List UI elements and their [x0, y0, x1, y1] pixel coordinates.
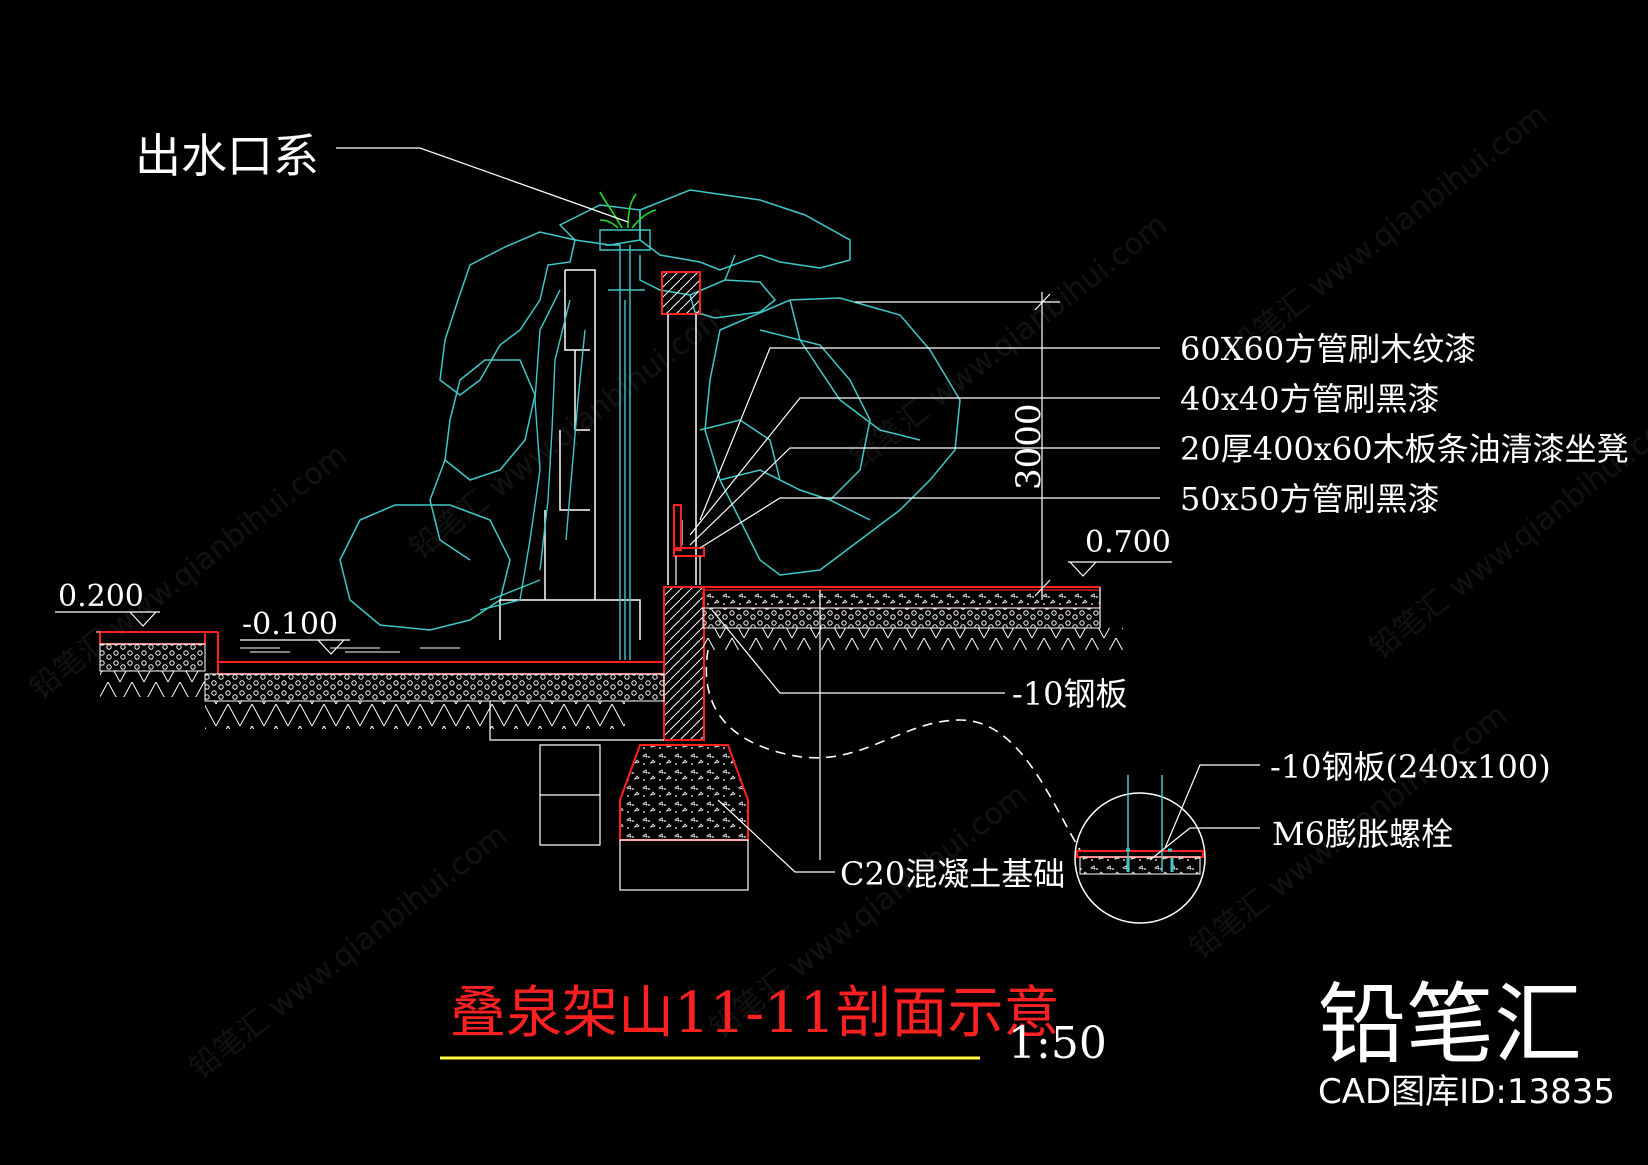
drawing-scale: 1:50	[1008, 1018, 1107, 1069]
drawing-title: 叠泉架山11-11剖面示意	[450, 981, 1059, 1046]
callout-tube60: 60X60方管刷木纹漆	[1180, 330, 1476, 368]
plant-icon	[599, 191, 657, 229]
level-right: 0.700	[1085, 525, 1171, 560]
water-surface	[240, 647, 460, 653]
callout-bolt: M6膨胀螺栓	[1272, 815, 1453, 853]
callout-tube40: 40x40方管刷黑漆	[1180, 380, 1440, 418]
level-marker-pool	[240, 639, 350, 655]
level-left: 0.200	[58, 579, 144, 614]
retaining-wall	[663, 586, 705, 741]
watermark: 铅笔汇 www.qianbihui.com	[1223, 97, 1553, 366]
pool-floor	[96, 631, 665, 729]
concrete-footing	[489, 701, 749, 891]
callout-tube50: 50x50方管刷黑漆	[1180, 480, 1440, 518]
leader-lines	[336, 147, 1260, 873]
level-marker-left	[55, 611, 160, 627]
brand-id: CAD图库ID:13835	[1318, 1072, 1615, 1112]
water-flow	[479, 229, 651, 660]
level-marker-right	[1068, 561, 1172, 577]
callout-steel-plate: -10钢板	[1012, 675, 1128, 713]
level-pool: -0.100	[242, 607, 338, 642]
bench-seat	[673, 504, 705, 585]
rockery	[339, 189, 961, 631]
callout-footing: C20混凝土基础	[840, 855, 1065, 893]
dimension-3000	[855, 292, 1060, 600]
detail-circle	[1074, 775, 1206, 924]
right-slab	[702, 586, 1123, 650]
brand-logo: 铅笔汇	[1318, 973, 1582, 1076]
callout-steel-plate-detail: -10钢板(240x100)	[1270, 748, 1551, 786]
dimension-label: 3000	[1009, 403, 1049, 490]
excavation-line	[705, 649, 1081, 851]
callout-plank: 20厚400x60木板条油清漆坐凳	[1180, 430, 1629, 468]
callout-outlet: 出水口系	[135, 129, 319, 183]
watermark: 铅笔汇 www.qianbihui.com	[403, 297, 733, 566]
